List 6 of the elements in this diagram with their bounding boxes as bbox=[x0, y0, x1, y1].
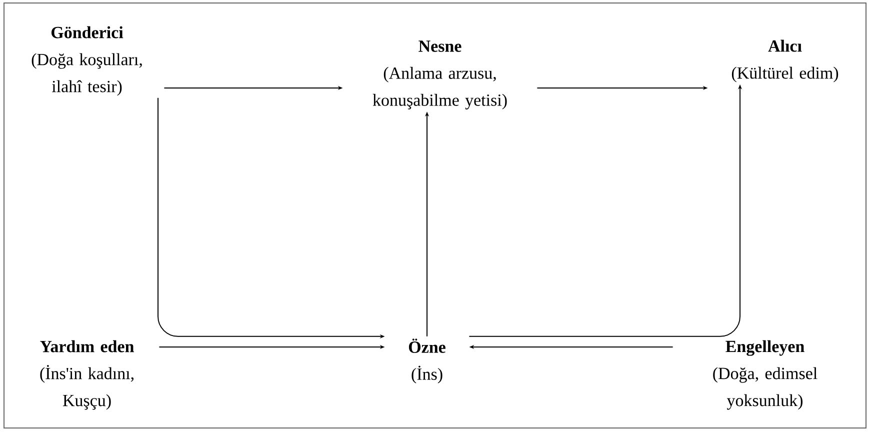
actant-label: Engelleyen (Doğa, edimsel yoksunluk) bbox=[713, 340, 818, 410]
actant-label: Nesne (Anlama arzusu, konuşabilme yetisi) bbox=[372, 40, 507, 110]
actant-label: Yardım eden (İns'in kadını, Kuşçu) bbox=[40, 340, 134, 410]
actant-label: Özne (İns) bbox=[408, 338, 446, 384]
actant-label: Gönderici (Doğa koşulları, ilahî tesir) bbox=[32, 26, 142, 96]
actant-label: Alıcı (Kültürel edim) bbox=[732, 40, 838, 82]
